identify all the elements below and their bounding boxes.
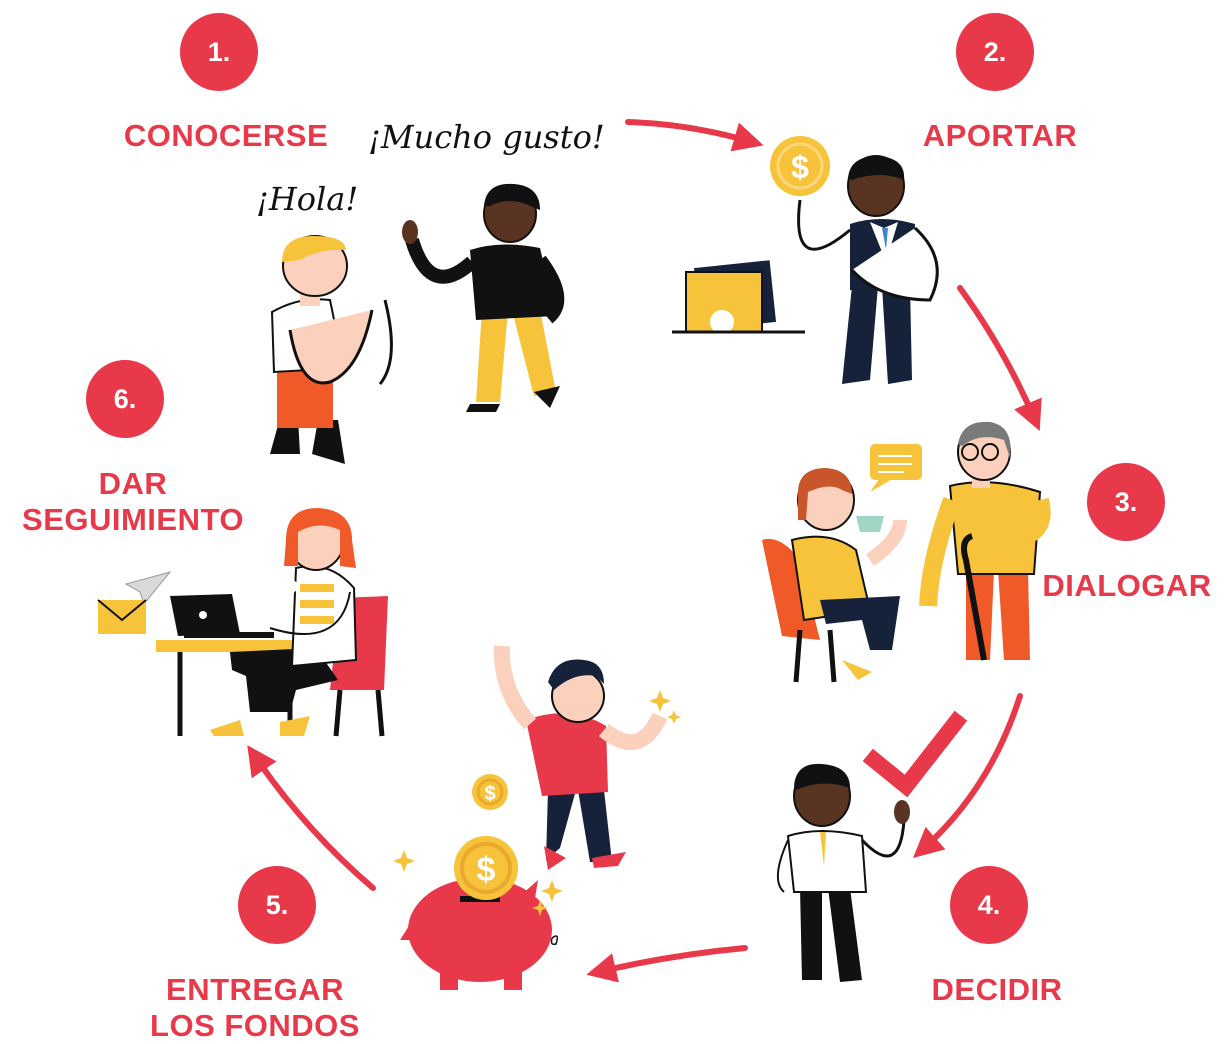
deciding-man — [777, 763, 910, 982]
arrow-3-to-4 — [913, 693, 1023, 858]
arrow-2-to-3 — [957, 285, 1042, 432]
step-1-label-line: CONOCERSE — [123, 118, 329, 153]
step-4-label-line: DECIDIR — [931, 972, 1063, 1007]
coin-dollar-icon: $ — [454, 836, 518, 900]
arrow-4-to-5 — [586, 945, 748, 983]
step-4-label: DECIDIR — [912, 972, 1082, 1008]
svg-text:$: $ — [477, 851, 496, 889]
step-6-label-line-2: SEGUIMIENTO — [22, 502, 244, 537]
speech-hola: ¡Hola! — [256, 180, 359, 218]
step-5-badge: 5. — [238, 866, 316, 944]
step-1-badge: 1. — [180, 13, 258, 91]
step-2-label: APORTAR — [902, 118, 1098, 154]
speech-mucho-gusto: ¡Mucho gusto! — [368, 118, 605, 156]
step-3-label-line: DIALOGAR — [1042, 568, 1212, 603]
person-greeting-left — [270, 235, 393, 464]
arrow-1-to-2 — [625, 119, 764, 152]
man-in-suit — [797, 155, 939, 384]
step-6-label-line-1: DAR — [98, 466, 168, 501]
laptop-icon — [170, 594, 274, 638]
person-greeting-right — [402, 183, 565, 412]
svg-text:$: $ — [484, 783, 495, 805]
paper-plane-icon — [124, 571, 172, 606]
step-4-badge: 4. — [950, 866, 1028, 944]
step-3-label: DIALOGAR — [1034, 568, 1220, 604]
step-3-badge: 3. — [1087, 463, 1165, 541]
step-6-label: DAR SEGUIMIENTO — [10, 466, 256, 538]
older-man-with-cane — [919, 421, 1051, 661]
coin-dollar-icon: $ — [472, 774, 508, 810]
step-5-label: ENTREGAR LOS FONDOS — [130, 972, 380, 1044]
seated-woman-with-cup — [762, 468, 907, 683]
arrow-5-to-6 — [247, 745, 376, 891]
speech-bubble-icon — [870, 444, 922, 492]
step-5-label-line-1: ENTREGAR — [166, 972, 344, 1007]
checkmark-icon — [862, 710, 968, 798]
wallet-icon — [672, 260, 805, 334]
envelope-icon — [97, 599, 147, 634]
step-5-label-line-2: LOS FONDOS — [150, 1008, 360, 1043]
step-1-label: CONOCERSE — [110, 118, 342, 154]
jumping-man — [493, 645, 668, 870]
svg-text:$: $ — [791, 149, 809, 185]
sparkle-icon — [393, 690, 681, 916]
step-2-label-line: APORTAR — [922, 118, 1078, 153]
coin-dollar-icon: $ — [770, 136, 830, 196]
woman-at-laptop — [210, 508, 388, 737]
step-2-badge: 2. — [956, 13, 1034, 91]
step-6-badge: 6. — [86, 360, 164, 438]
